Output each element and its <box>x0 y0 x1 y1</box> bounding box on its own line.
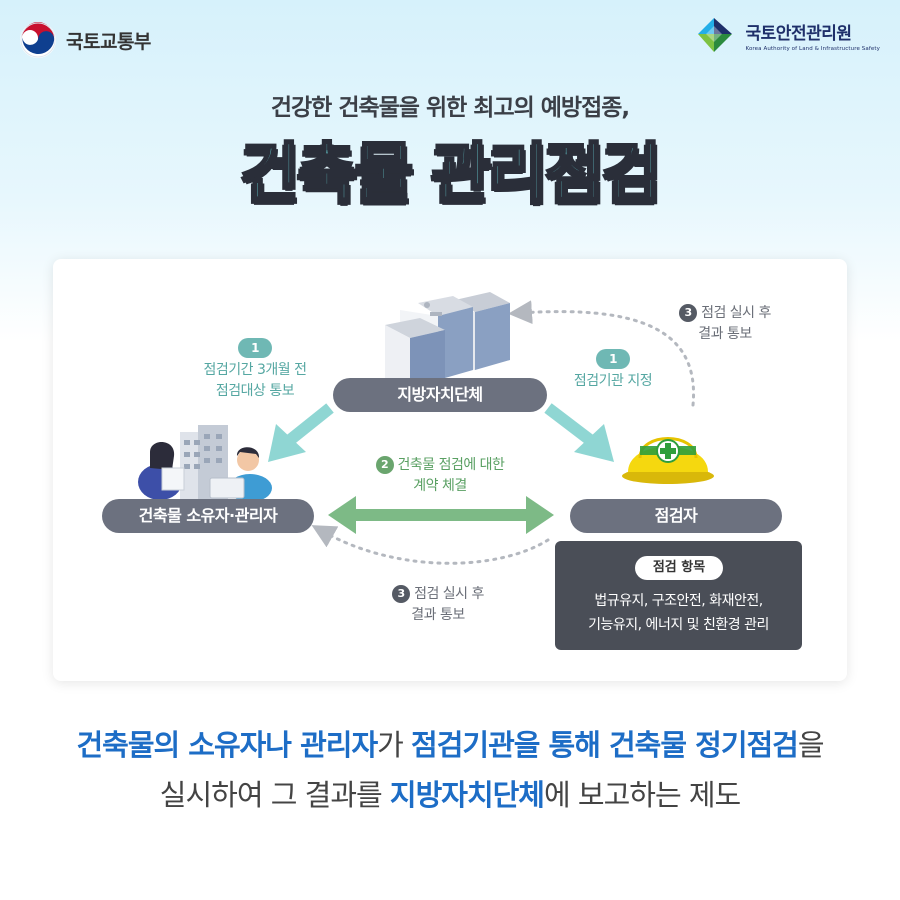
arrow-gov-to-inspector <box>544 403 614 462</box>
step1-left-label: 1 점검기간 3개월 전 점검대상 통보 <box>170 338 340 402</box>
inspector-pill: 점검자 <box>570 499 782 533</box>
return-arrow-top <box>508 300 696 407</box>
inspection-items-box: 점검 항목 법규유지, 구조안전, 화재안전, 기능유지, 에너지 및 친환경 … <box>555 541 802 650</box>
step2-label: 2 건축물 점검에 대한 계약 체결 <box>340 455 540 497</box>
ministry-name: 국토교통부 <box>66 30 151 53</box>
agency-logo: 국토안전관리원 Korea Authority of Land & Infras… <box>694 12 880 58</box>
local-government-pill: 지방자치단체 <box>333 378 547 412</box>
agency-name-en: Korea Authority of Land & Infrastructure… <box>745 45 880 52</box>
step1-left-badge: 1 <box>238 338 272 358</box>
step3-bottom-badge: 3 <box>392 585 411 603</box>
step3-top-badge: 3 <box>679 304 698 322</box>
return-arrow-bottom <box>311 525 550 565</box>
step1-right-badge: 1 <box>596 349 630 369</box>
ministry-logo: 국토교통부 <box>18 20 151 60</box>
description-line-2: 실시하여 그 결과를 지방자치단체에 보고하는 제도 <box>159 778 741 812</box>
kalis-logo-icon <box>697 18 732 52</box>
agency-name: 국토안전관리원 <box>745 23 852 44</box>
step3-top-label: 3 점검 실시 후 결과 통보 <box>655 303 795 345</box>
subtitle: 건강한 건축물을 위한 최고의 예방접종, <box>270 95 630 121</box>
taeguk-icon <box>20 22 56 58</box>
description-line-1: 건축물의 소유자나 관리자가 점검기관을 통해 건축물 정기점검을 <box>76 728 824 762</box>
inspection-items-title: 점검 항목 <box>635 556 723 580</box>
page-title: 건축물 관리점검 <box>239 136 662 213</box>
step2-badge: 2 <box>375 456 394 474</box>
safety-helmet-icon <box>622 437 714 484</box>
owner-manager-illustration <box>138 425 272 502</box>
contract-double-arrow <box>328 496 554 534</box>
step1-right-label: 1 점검기관 지정 <box>548 349 678 392</box>
step3-bottom-label: 3 점검 실시 후 결과 통보 <box>368 584 508 626</box>
owner-manager-pill: 건축물 소유자·관리자 <box>102 499 314 533</box>
inspection-items-list: 법규유지, 구조안전, 화재안전, 기능유지, 에너지 및 친환경 관리 <box>588 593 769 633</box>
arrow-gov-to-owner <box>268 403 334 462</box>
